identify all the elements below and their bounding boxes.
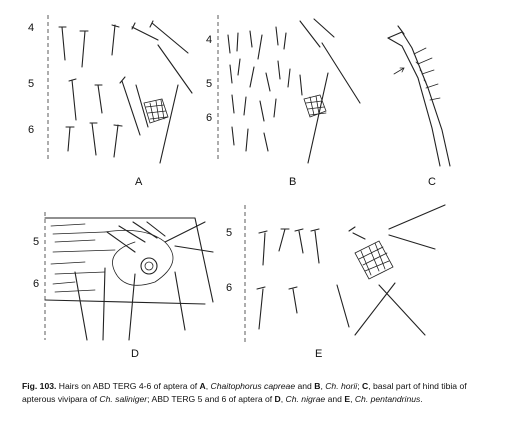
caption-text: , basal part of hind tibia of apterous v…: [22, 381, 467, 404]
caption-text: .: [420, 394, 423, 404]
caption-text: ,: [280, 394, 286, 404]
panel-a-row-4-label: 4: [28, 22, 35, 34]
panel-a-drawing: [47, 15, 193, 164]
caption-text: ,: [350, 394, 355, 404]
caption-species: Ch. nigrae: [285, 394, 326, 404]
panel-d-row-5-label: 5: [33, 236, 40, 248]
caption-panel-a: A: [199, 381, 206, 391]
panel-c-drawing: [387, 25, 451, 167]
caption-species: Ch. pentandrinus: [354, 394, 421, 404]
figure-caption: Fig. 103. Hairs on ABD TERG 4-6 of apter…: [22, 380, 492, 406]
panel-b-row-6-label: 6: [206, 112, 213, 124]
caption-species: Ch. horii: [325, 381, 358, 391]
caption-panel-c: C: [362, 381, 369, 391]
panel-e-row-6-label: 6: [226, 282, 233, 294]
panel-b-drawing: [217, 15, 361, 164]
caption-text: Hairs on ABD TERG 4-6 of aptera of: [56, 381, 200, 391]
caption-text: ,: [205, 381, 211, 391]
panel-b-letter: B: [289, 176, 297, 188]
panel-d-letter: D: [131, 348, 139, 360]
caption-panel-d: D: [274, 394, 281, 404]
caption-text: ; ABD TERG 5 and 6 of aptera of: [147, 394, 275, 404]
caption-species: Ch. saliniger: [99, 394, 148, 404]
caption-text: ;: [357, 381, 362, 391]
caption-panel-e: E: [344, 394, 351, 404]
panel-a-row-5-label: 5: [28, 78, 35, 90]
figure-area: 4 5 6 A 4 5 6 B C 5 6 D: [28, 15, 451, 360]
panel-d-row-6-label: 6: [33, 278, 40, 290]
panel-a-row-6-label: 6: [28, 124, 35, 136]
caption-panel-b: B: [314, 381, 321, 391]
caption-text: and: [295, 381, 315, 391]
caption-fig-label: Fig. 103.: [22, 381, 57, 391]
caption-text: and: [325, 394, 345, 404]
caption-text: ,: [320, 381, 326, 391]
panel-c-letter: C: [428, 176, 436, 188]
panel-e-drawing: [244, 204, 446, 345]
panel-a-letter: A: [135, 176, 143, 188]
panel-d-drawing: [44, 212, 214, 341]
caption-species: Chaitophorus capreae: [210, 381, 296, 391]
panel-b-row-4-label: 4: [206, 34, 213, 46]
panel-e-row-5-label: 5: [226, 227, 233, 239]
panel-b-row-5-label: 5: [206, 78, 213, 90]
panel-e-letter: E: [315, 348, 323, 360]
